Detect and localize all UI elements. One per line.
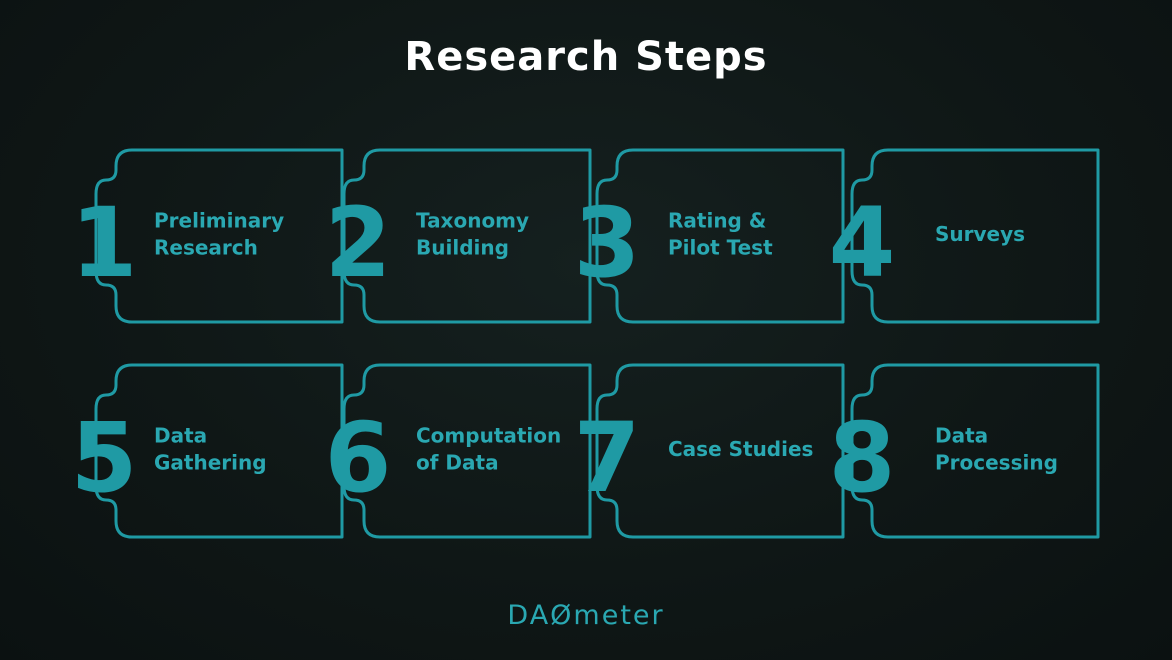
step-label: Building <box>416 236 509 260</box>
step-label: Preliminary <box>154 209 284 233</box>
step-label: Data <box>935 424 988 448</box>
step-label: Computation <box>416 424 561 448</box>
page-title: Research Steps <box>404 34 768 80</box>
step-number: 4 <box>829 187 896 299</box>
step-label: Gathering <box>154 451 267 475</box>
step-label: Processing <box>935 451 1058 475</box>
step-label: Pilot Test <box>668 236 773 260</box>
step-card-3: 3 Rating & Pilot Test <box>574 148 845 324</box>
step-label: Data <box>154 424 207 448</box>
step-number: 2 <box>325 187 392 299</box>
step-frame <box>94 148 344 324</box>
step-frame <box>595 363 845 539</box>
step-number: 1 <box>71 187 138 299</box>
step-frame <box>94 363 344 539</box>
step-number: 7 <box>574 402 641 514</box>
step-number: 6 <box>325 402 392 514</box>
step-number: 8 <box>829 402 896 514</box>
step-label: Taxonomy <box>416 209 529 233</box>
step-frame <box>342 363 592 539</box>
step-card-4: 4 Surveys <box>829 148 1100 324</box>
step-frame <box>850 363 1100 539</box>
daometer-logo: DAØmeter <box>507 600 665 631</box>
step-card-7: 7 Case Studies <box>574 363 845 539</box>
step-number: 5 <box>71 402 138 514</box>
step-frame <box>595 148 845 324</box>
step-label: of Data <box>416 451 499 475</box>
step-label: Surveys <box>935 222 1025 246</box>
step-number: 3 <box>574 187 641 299</box>
step-label: Rating & <box>668 209 766 233</box>
step-label: Research <box>154 236 258 260</box>
step-label: Case Studies <box>668 437 813 461</box>
step-frame <box>850 148 1100 324</box>
step-frame <box>342 148 592 324</box>
step-card-6: 6 Computation of Data <box>325 363 592 539</box>
